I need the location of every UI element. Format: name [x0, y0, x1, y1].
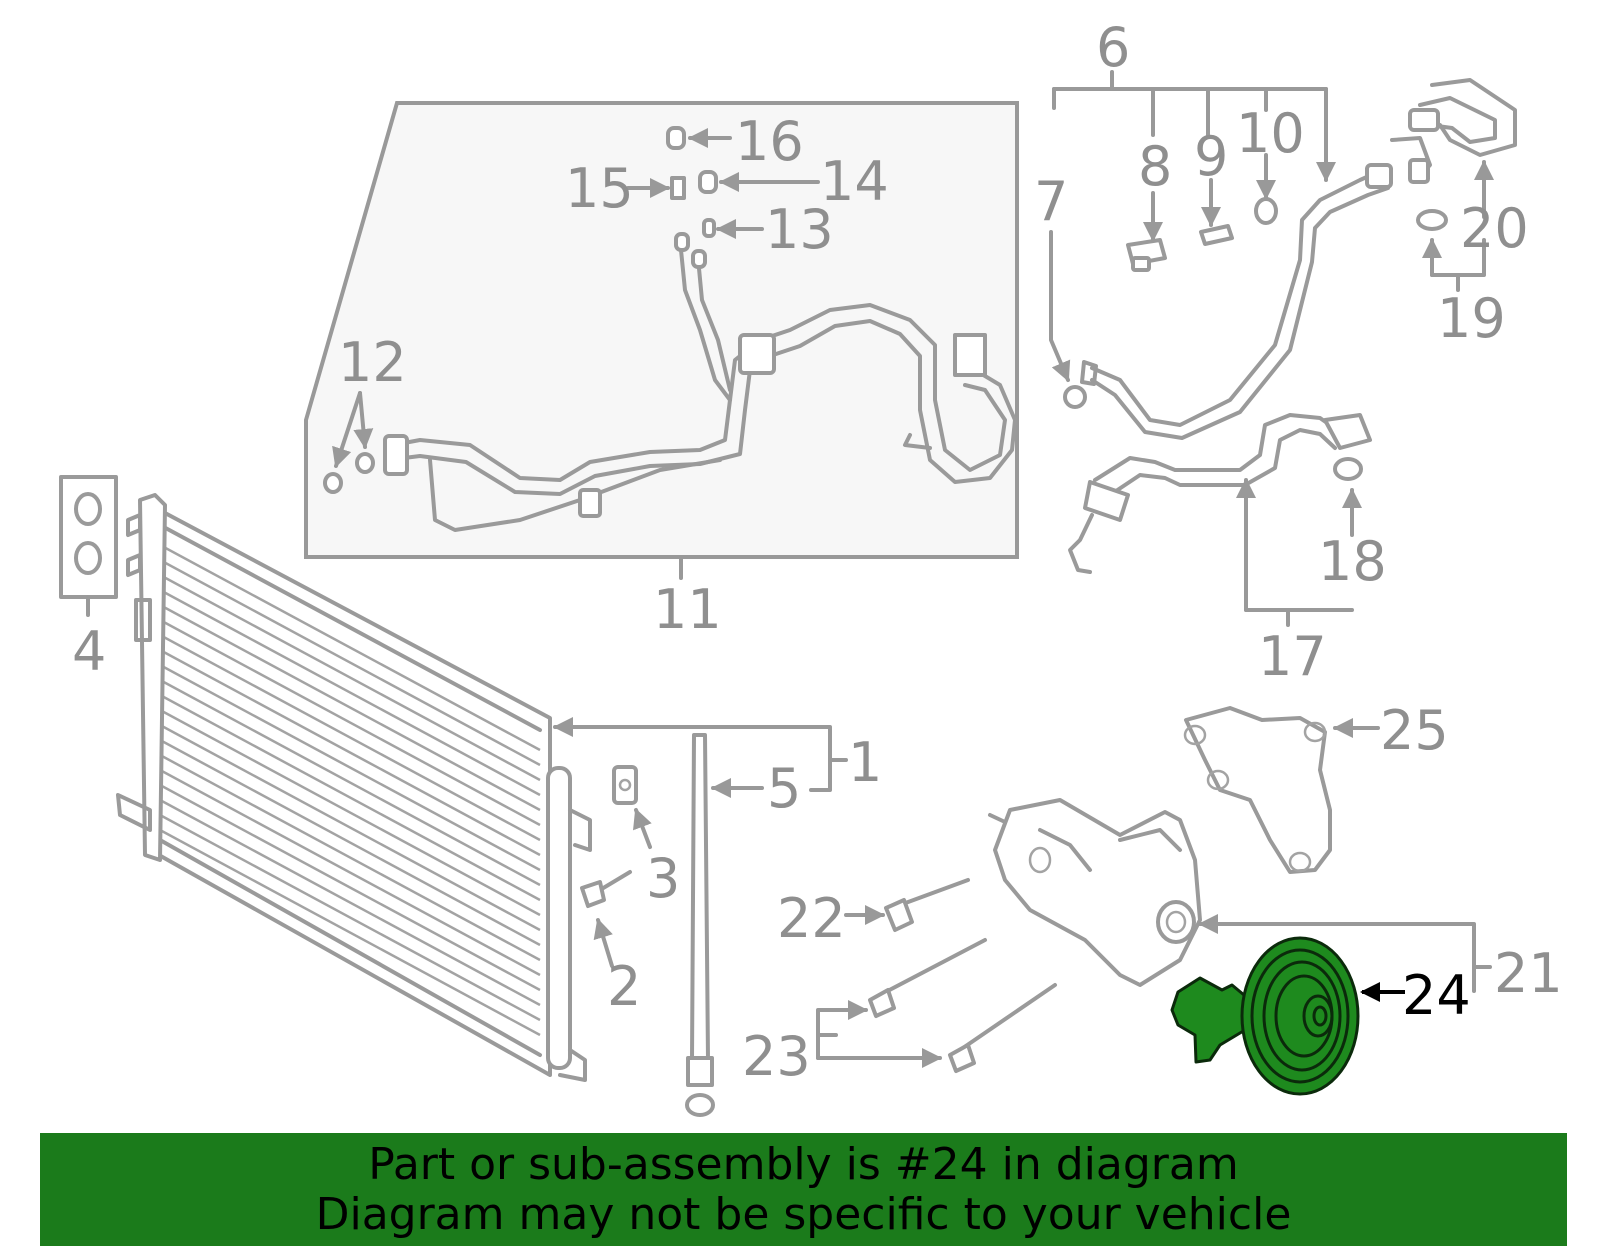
callout-12: 12 [338, 331, 407, 394]
callout-17: 17 [1258, 625, 1327, 688]
callout-18: 18 [1318, 530, 1387, 593]
hose-group-6 [1049, 70, 1393, 440]
cap-16 [666, 126, 686, 150]
banner-line-2: Diagram may not be specific to your vehi… [315, 1188, 1292, 1240]
callout-21: 21 [1494, 942, 1563, 1005]
bracket-25 [1183, 706, 1380, 874]
callout-19: 19 [1437, 287, 1506, 350]
callout-22: 22 [777, 887, 846, 950]
callout-9: 9 [1194, 125, 1228, 188]
o-ring-12b [355, 452, 375, 474]
callout-24: 24 [1402, 964, 1471, 1027]
clip-3 [612, 765, 652, 849]
callout-14: 14 [820, 150, 889, 213]
callout-25: 25 [1380, 699, 1449, 762]
line-assembly-box [304, 101, 1019, 580]
callout-7: 7 [1034, 170, 1068, 233]
callout-labels: 1 2 3 4 5 6 7 8 9 10 11 12 13 14 15 16 1… [72, 16, 1563, 1088]
condenser-1 [116, 493, 592, 1082]
callout-8: 8 [1138, 135, 1172, 198]
callout-5: 5 [767, 757, 801, 820]
callout-2: 2 [607, 955, 641, 1018]
compressor-21 [988, 798, 1492, 993]
line-17 [1068, 413, 1372, 627]
line-19-20 [1390, 78, 1517, 292]
bolt-2 [580, 870, 632, 968]
callout-3: 3 [646, 847, 680, 910]
callout-6: 6 [1096, 16, 1130, 79]
banner-line-1: Part or sub-assembly is #24 in diagram [368, 1138, 1239, 1190]
callout-13: 13 [765, 198, 834, 261]
callout-11: 11 [653, 578, 722, 641]
o-ring-12a [323, 472, 343, 494]
callout-15: 15 [565, 157, 634, 220]
callout-20: 20 [1460, 197, 1529, 260]
callout-4: 4 [72, 620, 106, 683]
tube-assembly-11 [383, 232, 1017, 532]
callout-23: 23 [742, 1025, 811, 1088]
callout-1: 1 [848, 731, 882, 794]
drier-rod-5 [685, 733, 764, 1117]
valve-13 [702, 218, 716, 238]
callout-10: 10 [1236, 102, 1305, 165]
valve-core-15 [670, 176, 686, 200]
seal-kit-4 [59, 475, 118, 617]
callout-16: 16 [735, 110, 804, 173]
info-banner: Part or sub-assembly is #24 in diagram D… [40, 1133, 1567, 1246]
cap-14 [698, 170, 718, 194]
clutch-assembly-24 [1170, 936, 1405, 1096]
bolts-22-23 [816, 878, 1057, 1073]
